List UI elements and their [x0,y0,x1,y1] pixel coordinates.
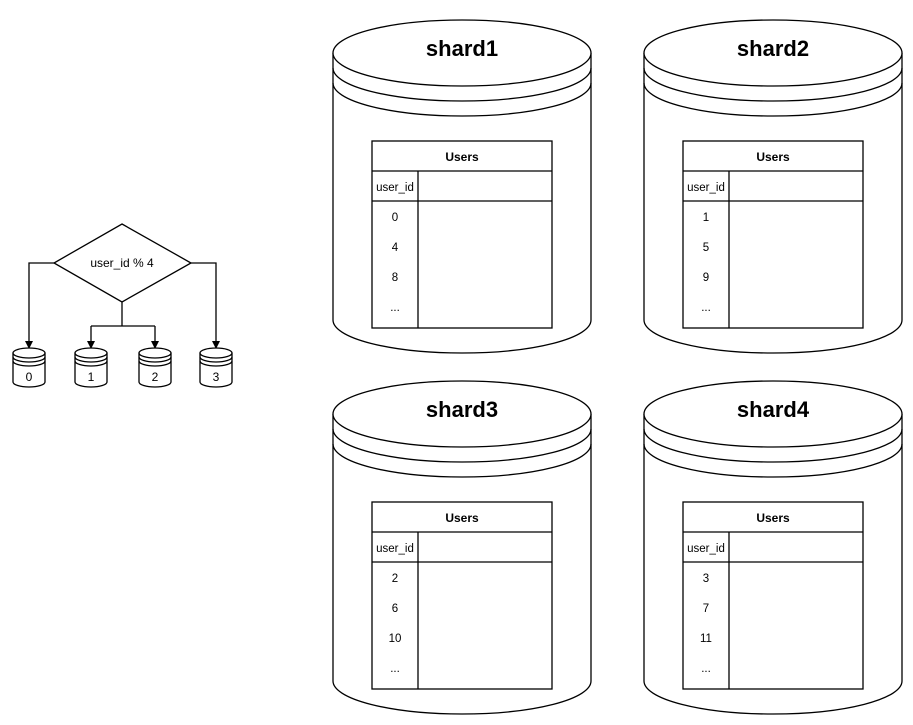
users-table: Users user_id 1 5 9 ... [682,140,864,329]
shard-title: shard1 [426,36,498,61]
mini-db-1: 1 [74,347,108,388]
table-cell: ... [390,663,400,675]
table-cell: 4 [392,242,399,254]
table-cell: ... [701,302,711,314]
decision-label: user_id % 4 [90,256,154,270]
users-table: Users user_id 3 7 11 ... [682,501,864,690]
table-cell: 8 [392,272,398,284]
table-title: Users [445,150,479,164]
table-cell: 7 [703,603,709,615]
column-header: user_id [687,543,725,555]
shard-3: shard3 Users user_id 2 6 10 ... [332,380,592,715]
table-cell: 5 [703,242,709,254]
shard-title: shard4 [737,397,810,422]
mini-db-2: 2 [138,347,172,388]
table-cell: 6 [392,603,398,615]
shard-1: shard1 Users user_id 0 4 8 ... [332,19,592,354]
table-title: Users [756,511,790,525]
router: user_id % 4 0 1 2 [12,223,233,388]
shard-title: shard3 [426,397,498,422]
connector-split [91,302,155,327]
table-cell: ... [701,663,711,675]
table-cell: 11 [700,633,712,645]
shard-2: shard2 Users user_id 1 5 9 ... [643,19,903,354]
table-cell: 10 [389,633,402,645]
users-table: Users user_id 0 4 8 ... [371,140,553,329]
column-header: user_id [376,543,414,555]
table-cell: 1 [703,212,709,224]
users-table: Users user_id 2 6 10 ... [371,501,553,690]
mini-db-3: 3 [199,347,233,388]
mini-db-label-0: 0 [26,370,33,384]
shard-4: shard4 Users user_id 3 7 11 ... [643,380,903,715]
connector-to-0 [25,262,54,349]
table-cell: ... [390,302,400,314]
mini-db-0: 0 [12,347,46,388]
table-cell: 3 [703,573,709,585]
column-header: user_id [376,182,414,194]
table-cell: 9 [703,272,709,284]
connector-to-3 [191,262,220,349]
table-title: Users [756,150,790,164]
mini-db-label-2: 2 [152,370,159,384]
table-cell: 0 [392,212,398,224]
mini-db-label-1: 1 [88,370,95,384]
table-cell: 2 [392,573,398,585]
mini-db-label-3: 3 [213,370,220,384]
shard-title: shard2 [737,36,809,61]
table-title: Users [445,511,479,525]
column-header: user_id [687,182,725,194]
